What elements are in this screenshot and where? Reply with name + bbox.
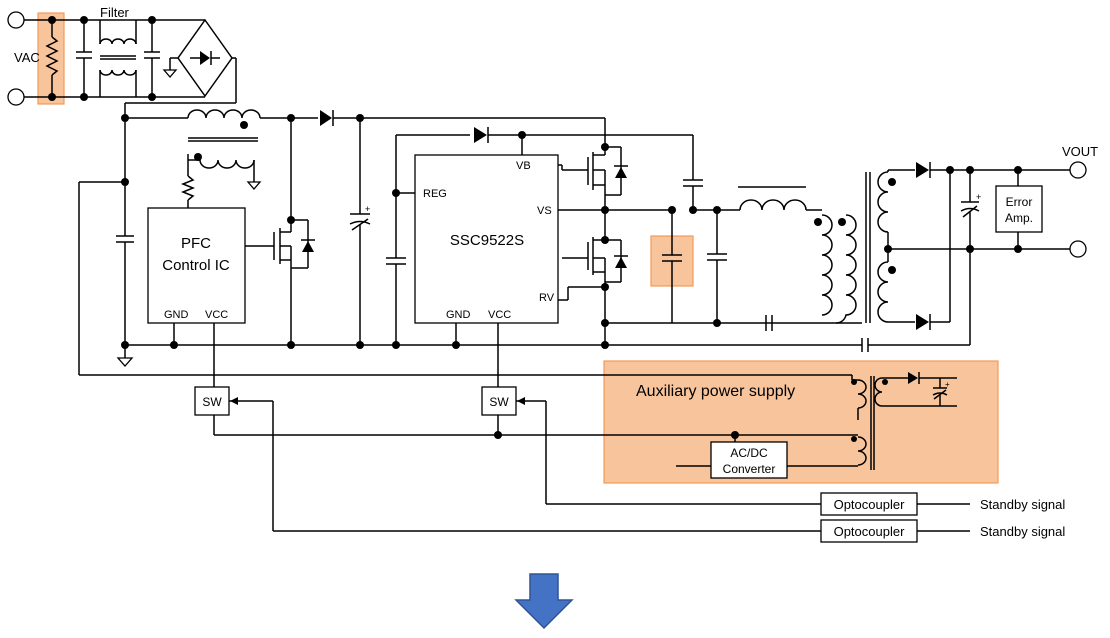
sw-label-2: SW [489,395,509,409]
svg-text:+: + [976,192,981,202]
ac-input [7,11,237,118]
aux-supply-label: Auxiliary power supply [636,383,795,400]
standby-signal-label-2: Standby signal [980,524,1065,539]
error-amp [995,185,1043,233]
pin-rv-label: RV [539,292,555,304]
pin-vs-label: VS [537,205,552,217]
pfc-stage: + [78,109,852,387]
vac-label: VAC [14,50,40,65]
vout-terminal [1069,161,1087,179]
aux-supply: + [194,372,970,543]
pfc-vcc-pin: VCC [205,309,228,321]
error-amp-label-2: Amp. [1005,211,1033,225]
ic-vcc-pin: VCC [488,309,511,321]
ground-terminal [1069,240,1087,258]
pin-reg-label: REG [423,188,447,200]
acdc-converter [710,441,788,479]
pin-vb-label: VB [516,160,531,172]
filter-label: Filter [100,5,130,20]
pfc-control-ic [147,207,246,324]
sw-box-2 [481,386,517,416]
pfc-ic-label-2: Control IC [162,257,230,274]
optocoupler-label-2: Optocoupler [834,524,905,539]
acdc-label-1: AC/DC [730,446,768,460]
vout-label: VOUT [1062,144,1098,159]
ic-name-label: SSC9522S [450,232,524,249]
acdc-label-2: Converter [723,462,776,476]
sw-label-1: SW [202,395,222,409]
svg-text:+: + [365,204,370,214]
ssc9522s-ic [414,154,559,324]
sw-box-1 [194,386,230,416]
llc-stage: + [386,118,1087,387]
ic-gnd-pin: GND [446,309,471,321]
standby-signal-label-1: Standby signal [980,497,1065,512]
pfc-ic-label-1: PFC [181,235,211,252]
pfc-gnd-pin: GND [164,309,189,321]
error-amp-label-1: Error [1006,195,1033,209]
svg-text:+: + [945,380,950,389]
auxiliary-supply-highlight [603,360,999,484]
down-arrow-icon [514,573,574,630]
optocoupler-label-1: Optocoupler [834,497,905,512]
